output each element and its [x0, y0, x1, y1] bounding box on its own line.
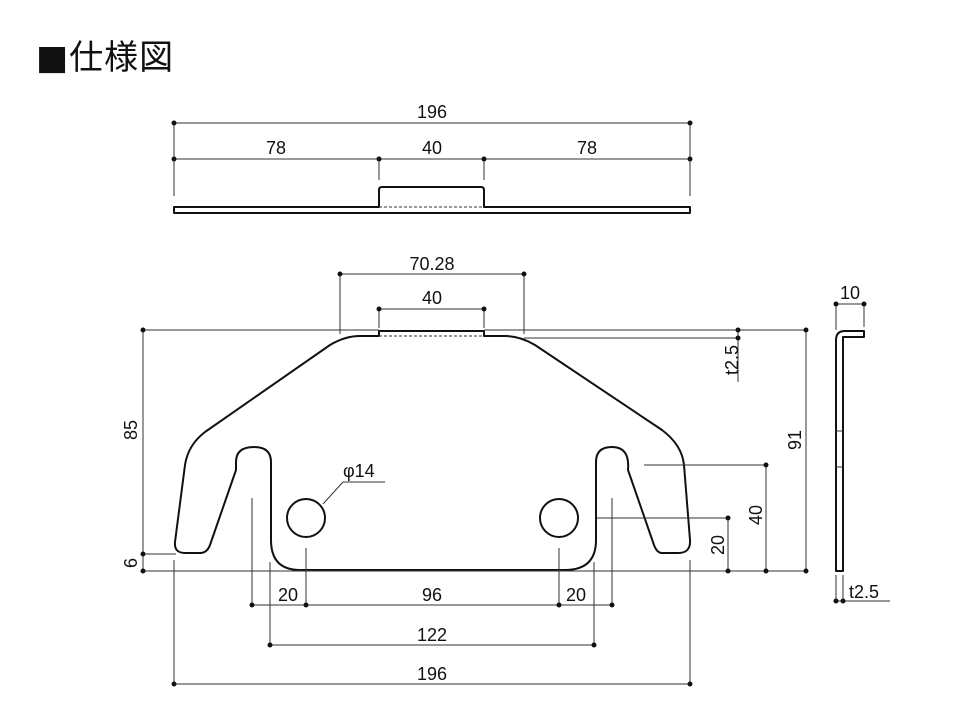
dim-overall-width: 196	[417, 664, 447, 684]
page-title: ■仕様図	[36, 38, 175, 78]
dim-flange: 10	[840, 283, 860, 303]
dim-bottom-right: 20	[566, 585, 586, 605]
mounting-hole-left	[286, 498, 326, 538]
dim-side-thickness: t2.5	[849, 582, 879, 602]
dim-height-right: 91	[785, 430, 805, 450]
dim-thickness: t2.5	[722, 345, 742, 375]
dim-top-right: 78	[577, 138, 597, 158]
dim-height-left: 85	[121, 420, 141, 440]
dim-top-width: 70.28	[409, 254, 454, 274]
dim-top-left: 78	[266, 138, 286, 158]
dim-top-middle: 40	[422, 138, 442, 158]
dim-hole-spacing: 96	[422, 585, 442, 605]
dim-top-overall: 196	[417, 102, 447, 122]
dim-foot-height: 6	[121, 558, 141, 568]
side-view: 10 t2.5	[833, 283, 890, 604]
mounting-hole-right	[539, 498, 579, 538]
dim-bump-width: 40	[422, 288, 442, 308]
dim-bottom-left: 20	[278, 585, 298, 605]
dim-slot-spacing: 122	[417, 625, 447, 645]
dim-slot-height: 40	[746, 505, 766, 525]
top-view: 196 78 40 78	[171, 102, 693, 214]
dim-hole-diameter: φ14	[343, 461, 375, 481]
dim-hole-height: 20	[708, 535, 728, 555]
front-view: 70.28 40 85 6 t2.5 91 40 20 φ14	[121, 254, 809, 687]
